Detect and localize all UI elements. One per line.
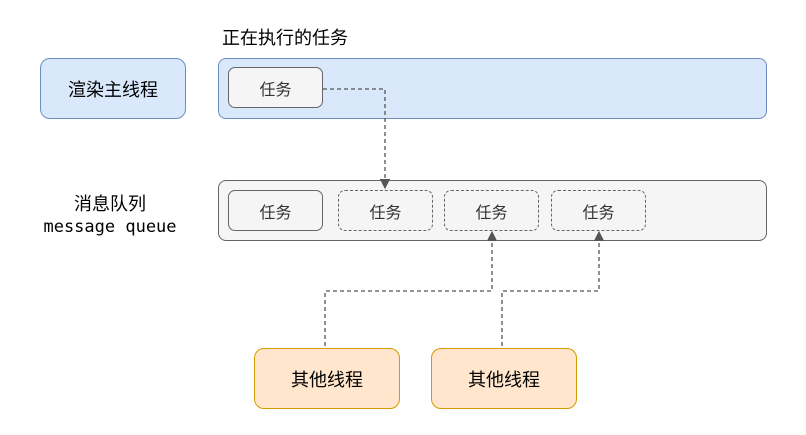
arrow-queue-to-main xyxy=(323,88,391,190)
queue-task-3: 任务 xyxy=(444,190,539,231)
queue-task-2: 任务 xyxy=(338,190,433,231)
message-queue-label-zh: 消息队列 xyxy=(74,194,146,215)
other-thread-1: 其他线程 xyxy=(254,348,400,409)
running-task: 任务 xyxy=(228,67,323,108)
queue-task-4: 任务 xyxy=(551,190,646,231)
render-main-thread: 渲染主线程 xyxy=(40,58,186,119)
queue-task-1: 任务 xyxy=(228,190,323,231)
message-queue-label-en: message queue xyxy=(43,217,177,237)
arrow-other1-to-queue xyxy=(324,230,498,346)
arrow-other2-to-queue xyxy=(501,230,605,346)
other-thread-2: 其他线程 xyxy=(431,348,577,409)
message-queue-label: 消息队列 message queue xyxy=(20,194,200,238)
executing-task-label: 正在执行的任务 xyxy=(222,28,348,49)
